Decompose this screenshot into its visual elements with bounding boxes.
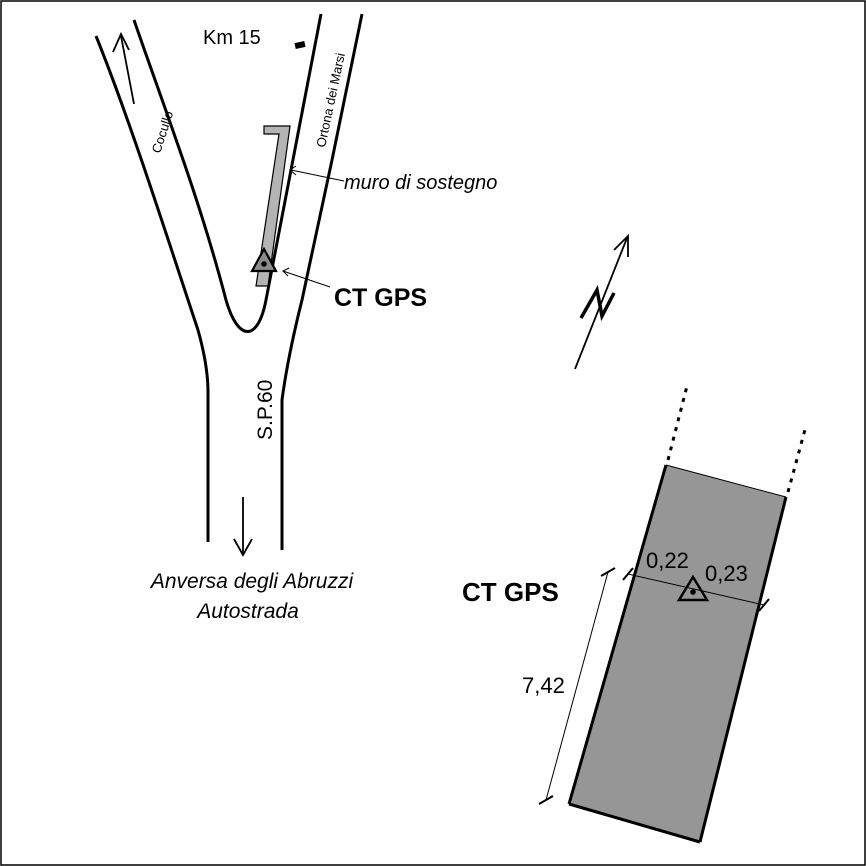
direction-arrow-south [233, 497, 253, 557]
slab-top-edge [665, 464, 787, 498]
length-label: 7,42 [522, 673, 565, 698]
gps-triangle-icon [250, 246, 278, 273]
slab-left-continuation [666, 385, 689, 461]
km-marker-label: Km 15 [203, 27, 261, 49]
offset-left-label: 0,22 [646, 548, 689, 573]
slab-left-edge [567, 464, 668, 805]
width-dimension-line [627, 573, 765, 606]
road-edge-outer-right [280, 13, 364, 550]
length-dimension-line [545, 571, 609, 801]
slab-bottom-edge [568, 802, 701, 844]
point-leader-line [282, 270, 331, 288]
slab-right-edge [698, 496, 788, 843]
wall-label: muro di sostegno [344, 172, 497, 194]
retaining-wall [255, 125, 291, 287]
north-arrow-icon [574, 233, 629, 370]
destination-line1: Anversa degli Abruzzi [149, 570, 355, 593]
road-right-label: Ortona dei Marsi [313, 51, 348, 148]
direction-arrow-north [112, 31, 135, 105]
detail-point-label: CT GPS [462, 577, 559, 607]
road-edge-inner-v [132, 13, 323, 333]
slab-area [569, 465, 786, 842]
map-point-label: CT GPS [334, 284, 427, 312]
wall-leader-line [290, 169, 345, 182]
offset-right-label: 0,23 [705, 561, 748, 586]
detail-sketch: CT GPS 0,22 0,23 7,42 [462, 385, 808, 844]
road-map [94, 13, 364, 550]
slab-right-continuation [786, 425, 808, 493]
road-edge-outer-left [94, 35, 210, 542]
detail-gps-triangle-icon [676, 574, 710, 602]
road-number-label: S.P.60 [254, 380, 277, 440]
km-tick-mark [294, 41, 306, 49]
destination-line2: Autostrada [195, 600, 299, 623]
